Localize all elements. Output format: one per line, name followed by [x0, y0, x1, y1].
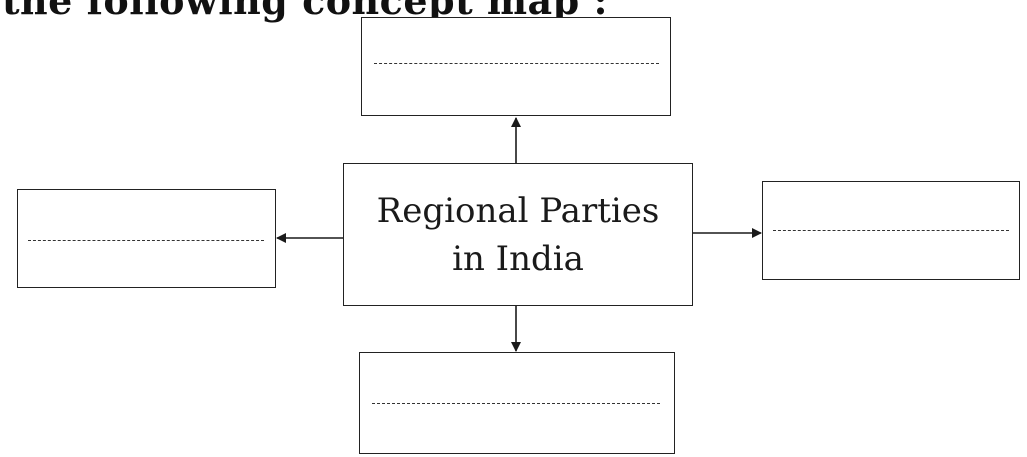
central-concept-box: Regional Parties in India [343, 163, 693, 306]
concept-box-left[interactable] [17, 189, 276, 288]
answer-blank-top[interactable] [374, 63, 659, 64]
answer-blank-left[interactable] [28, 240, 264, 241]
concept-box-right[interactable] [762, 181, 1020, 280]
central-concept-line-2: in India [452, 238, 584, 279]
concept-box-top[interactable] [361, 17, 671, 116]
answer-blank-right[interactable] [773, 230, 1009, 231]
concept-box-bottom[interactable] [359, 352, 675, 454]
central-concept-line-1: Regional Parties [376, 190, 660, 231]
answer-blank-bottom[interactable] [372, 403, 660, 404]
